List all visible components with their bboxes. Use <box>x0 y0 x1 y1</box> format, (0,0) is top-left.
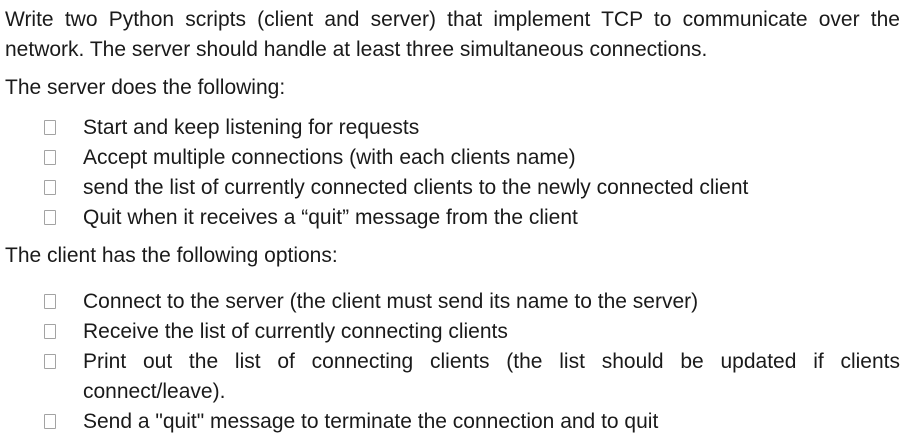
checkbox-bullet-icon <box>44 414 56 429</box>
list-item-text: Start and keep listening for requests <box>83 116 420 139</box>
list-item-text: Print out the list of connecting clients… <box>83 350 900 403</box>
checkbox-bullet-icon <box>44 120 56 135</box>
list-item-text: send the list of currently connected cli… <box>83 176 749 199</box>
client-section-heading: The client has the following options: <box>5 244 338 267</box>
list-item: Connect to the server (the client must s… <box>5 287 900 317</box>
checkbox-bullet-icon <box>44 150 56 165</box>
list-item: Send a "quit" message to terminate the c… <box>5 407 900 437</box>
list-item-text: Receive the list of currently connecting… <box>83 320 508 343</box>
server-task-list: Start and keep listening for requests Ac… <box>5 113 900 233</box>
list-item-text: Send a "quit" message to terminate the c… <box>83 410 659 433</box>
checkbox-bullet-icon <box>44 354 56 369</box>
list-item: send the list of currently connected cli… <box>5 173 900 203</box>
list-item: Print out the list of connecting clients… <box>5 347 900 407</box>
checkbox-bullet-icon <box>44 210 56 225</box>
server-section-heading: The server does the following: <box>5 76 286 99</box>
list-item: Receive the list of currently connecting… <box>5 317 900 347</box>
list-item-text: Accept multiple connections (with each c… <box>83 146 576 169</box>
intro-paragraph: Write two Python scripts (client and ser… <box>5 8 900 61</box>
list-item: Quit when it receives a “quit” message f… <box>5 203 900 233</box>
list-item-text: Quit when it receives a “quit” message f… <box>83 206 578 229</box>
checkbox-bullet-icon <box>44 294 56 309</box>
list-item: Accept multiple connections (with each c… <box>5 143 900 173</box>
list-item-text: Connect to the server (the client must s… <box>83 290 699 313</box>
list-item: Start and keep listening for requests <box>5 113 900 143</box>
client-option-list: Connect to the server (the client must s… <box>5 287 900 437</box>
checkbox-bullet-icon <box>44 324 56 339</box>
checkbox-bullet-icon <box>44 180 56 195</box>
